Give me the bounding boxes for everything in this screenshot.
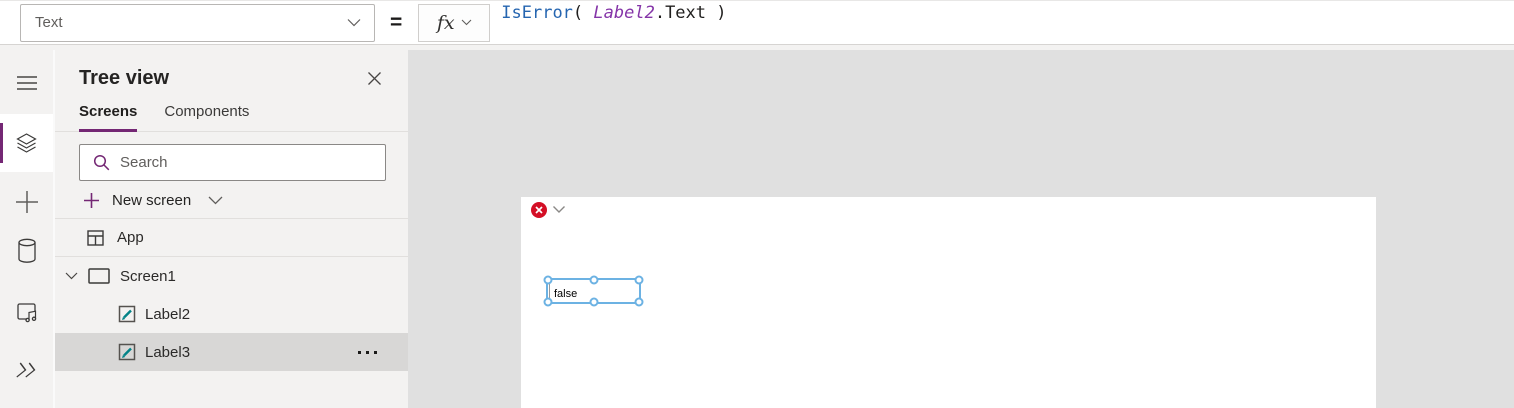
tab-components[interactable]: Components bbox=[164, 103, 250, 120]
data-nav-button[interactable] bbox=[0, 237, 53, 264]
more-options-icon[interactable] bbox=[358, 350, 377, 354]
top-formula-bar: Text = fx IsError( Label2.Text ) bbox=[0, 0, 1514, 50]
property-selector-value: Text bbox=[35, 14, 63, 31]
fx-dropdown[interactable]: fx bbox=[418, 3, 491, 42]
search-icon bbox=[93, 154, 110, 171]
app-screen-canvas[interactable]: false bbox=[521, 197, 1376, 408]
tree-view-nav-button[interactable] bbox=[0, 114, 53, 172]
formula-bar-inner: Text = fx IsError( Label2.Text ) bbox=[0, 1, 1514, 45]
search-box bbox=[79, 144, 386, 181]
error-chevron-down-icon[interactable] bbox=[552, 205, 566, 214]
resize-handle-top-left[interactable] bbox=[543, 275, 553, 285]
power-automate-icon bbox=[13, 360, 41, 380]
search-input[interactable] bbox=[120, 154, 385, 171]
resize-handle-bottom-right[interactable] bbox=[634, 297, 644, 307]
selected-label-control[interactable]: false bbox=[543, 275, 644, 307]
canvas-background: false bbox=[408, 50, 1514, 408]
tree-view-panel: Tree view Screens Components bbox=[55, 50, 408, 408]
power-automate-nav-button[interactable] bbox=[0, 357, 53, 383]
formula-property-token: .Text bbox=[654, 2, 707, 23]
tree-item-label: Screen1 bbox=[120, 267, 176, 285]
tree-item-label: Label2 bbox=[145, 305, 191, 323]
tree-view-header: Tree view bbox=[55, 50, 408, 90]
resize-handle-top-center[interactable] bbox=[589, 275, 598, 285]
label-icon bbox=[118, 305, 136, 323]
tree-item-label: App bbox=[117, 229, 144, 246]
chevron-down-icon bbox=[347, 18, 361, 27]
formula-punct-token: ( bbox=[572, 2, 594, 23]
plus-icon bbox=[83, 192, 100, 209]
tree-item-screen1[interactable]: Screen1 bbox=[55, 257, 408, 295]
chevron-down-icon bbox=[208, 196, 223, 205]
screen-icon bbox=[88, 268, 110, 284]
label-control-text: false bbox=[549, 283, 639, 301]
formula-control-token: Label2 bbox=[593, 2, 655, 23]
panel-tabs: Screens Components bbox=[55, 103, 408, 132]
close-icon[interactable] bbox=[367, 71, 382, 86]
app-icon bbox=[87, 229, 104, 246]
tab-screens[interactable]: Screens bbox=[79, 103, 138, 132]
chevron-down-icon bbox=[461, 19, 472, 26]
formula-input[interactable]: IsError( Label2.Text ) bbox=[490, 3, 1514, 43]
tree-view-layers-icon bbox=[15, 132, 38, 154]
equals-sign: = bbox=[390, 10, 403, 34]
panel-title: Tree view bbox=[79, 67, 170, 89]
main-area: Tree view Screens Components bbox=[0, 50, 1514, 408]
hamburger-menu-icon[interactable] bbox=[0, 70, 53, 96]
property-selector-dropdown[interactable]: Text bbox=[20, 3, 375, 42]
resize-handle-top-right[interactable] bbox=[634, 275, 644, 285]
formula-punct-token: ) bbox=[706, 2, 727, 23]
label-icon bbox=[118, 343, 136, 361]
new-screen-button[interactable]: New screen bbox=[83, 192, 384, 209]
media-icon bbox=[15, 299, 39, 323]
insert-nav-button[interactable] bbox=[0, 189, 53, 215]
tree-item-label3[interactable]: Label3 bbox=[55, 333, 408, 371]
tree-item-label: Label3 bbox=[145, 343, 191, 361]
tree-item-label2[interactable]: Label2 bbox=[55, 295, 408, 333]
fx-icon: fx bbox=[436, 11, 455, 34]
tree-item-app[interactable]: App bbox=[55, 219, 408, 257]
left-icon-rail bbox=[0, 50, 55, 408]
tree-list: App Screen1 bbox=[55, 218, 408, 371]
new-screen-label: New screen bbox=[112, 192, 192, 209]
resize-handle-bottom-center[interactable] bbox=[589, 297, 598, 307]
formula-function-token: IsError bbox=[501, 2, 573, 23]
resize-handle-bottom-left[interactable] bbox=[543, 297, 553, 307]
media-nav-button[interactable] bbox=[0, 298, 53, 324]
error-badge-icon[interactable] bbox=[531, 202, 547, 218]
chevron-down-icon[interactable] bbox=[65, 272, 78, 280]
